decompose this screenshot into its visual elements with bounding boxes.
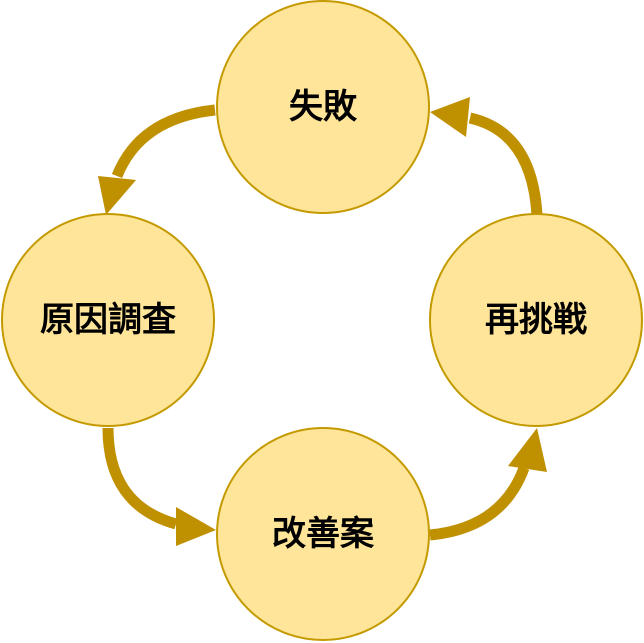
arrow-left-to-bottom-shaft <box>102 427 178 530</box>
node-top-label: 失敗 <box>289 87 358 127</box>
node-bottom-label: 改善案 <box>272 514 375 554</box>
arrow-bottom-to-right-shaft <box>429 466 530 541</box>
node-right-label: 再挑戦 <box>485 300 587 340</box>
node-bottom-circle <box>216 427 430 641</box>
arrow-top-to-left-shaft <box>111 104 216 179</box>
arrow-top-to-left <box>98 104 216 215</box>
arrow-bottom-to-right <box>429 428 547 541</box>
node-top-circle <box>216 0 430 214</box>
node-right-circle <box>429 213 643 427</box>
arrow-left-to-bottom-head <box>176 507 216 546</box>
node-left-circle <box>1 213 215 427</box>
arrow-right-to-top-head <box>430 97 470 137</box>
node-left-label: 原因調査 <box>40 300 176 340</box>
arrow-right-to-top <box>430 97 543 216</box>
node-right: 再挑戦 <box>429 213 643 427</box>
arrow-right-to-top-shaft <box>468 112 543 216</box>
node-left: 原因調査 <box>1 213 215 427</box>
node-bottom: 改善案 <box>216 427 430 641</box>
arrow-top-to-left-head <box>98 176 136 215</box>
node-top: 失敗 <box>216 0 430 214</box>
arrow-left-to-bottom <box>102 427 216 546</box>
arrow-bottom-to-right-head <box>508 428 547 472</box>
